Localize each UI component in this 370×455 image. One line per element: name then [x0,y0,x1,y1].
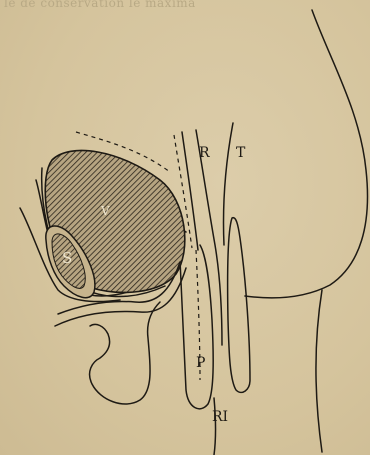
prostate-rod [179,231,213,409]
label-ri: RI [212,410,228,424]
thigh-contour [316,290,322,452]
tube-line-right [223,123,233,245]
lower-lobe [90,302,160,404]
label-s: S [62,251,72,266]
testis-rod [228,218,250,393]
rectum-line-right [196,130,222,345]
label-t: T [236,146,245,160]
lower-shaft-line [214,398,216,455]
body-contour-right [245,10,368,298]
label-v: V [101,205,110,217]
label-r: R [199,146,210,160]
label-p: P [196,356,205,370]
